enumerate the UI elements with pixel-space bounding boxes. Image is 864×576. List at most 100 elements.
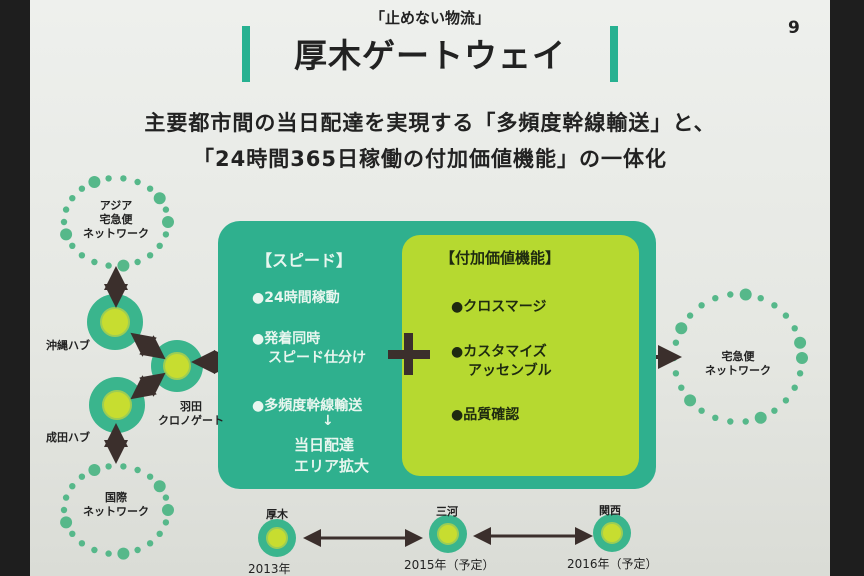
ring-bead (712, 414, 719, 421)
kansai-year: 2016年（予定） (567, 557, 658, 571)
haneda-hub-label: 羽田 クロノゲート (158, 400, 224, 427)
ring-bead (78, 252, 86, 259)
value-item-quality: ●品質確認 (451, 407, 520, 423)
speed-heading: 【スピード】 (256, 251, 353, 270)
ring-bead (672, 339, 680, 346)
ring-bead (120, 175, 127, 182)
title-bar-right (610, 26, 618, 82)
ring-bead (105, 463, 112, 470)
ring-bead (88, 176, 101, 188)
ring-bead (105, 550, 112, 557)
ring-bead (684, 394, 697, 407)
ring-bead (771, 407, 778, 414)
ring-bead (162, 504, 174, 516)
international-network-label: 国際 ネットワーク (83, 491, 149, 518)
ring-bead (782, 312, 790, 319)
network-diagram (60, 175, 808, 560)
headline-line-2: 「24時間365日稼働の付加価値機能」の一体化 (192, 147, 668, 171)
value-added-box (402, 235, 639, 476)
value-item-crossmerge: ●クロスマージ (451, 299, 547, 315)
ring-bead (791, 384, 798, 391)
ring-bead (670, 354, 678, 362)
mikawa-hub-icon (429, 515, 467, 553)
title-bar-left (242, 26, 250, 82)
okinawa-hub-label: 沖縄ハブ (46, 339, 90, 352)
ring-bead (117, 259, 130, 272)
ring-bead (69, 195, 76, 202)
speed-result-line1: 当日配達 (294, 436, 355, 454)
value-item-customize-line2: アッセンブル (468, 363, 552, 379)
slide-subtitle: 「止めない物流」 (369, 9, 490, 27)
mikawa-label: 三河 (436, 505, 458, 518)
ring-bead (162, 231, 170, 238)
ring-bead (153, 480, 166, 493)
ring-bead (727, 418, 734, 425)
ring-bead (117, 547, 130, 560)
international-network-ring-icon (60, 463, 174, 560)
value-item-customize-line1: ●カスタマイズ (451, 344, 547, 360)
haneda-hub-icon (151, 340, 203, 392)
okinawa-haneda-arrow (130, 332, 166, 360)
value-heading: 【付加価値機能】 (440, 249, 561, 267)
ring-bead (712, 295, 719, 302)
headline-line-1: 主要都市間の当日配達を実現する「多頻度幹線輸送」と、 (144, 111, 716, 135)
atsugi-year: 2013年 (248, 562, 291, 576)
kansai-hub-icon (593, 514, 631, 552)
ring-bead (675, 322, 688, 335)
ring-bead (78, 473, 86, 480)
presentation-slide: 「止めない物流」 厚木ゲートウェイ 9 主要都市間の当日配達を実現する「多頻度幹… (30, 0, 830, 576)
asia-network-label: アジア 宅急便 ネットワーク (83, 199, 149, 240)
ring-bead (162, 494, 170, 501)
ring-bead (794, 336, 807, 349)
ring-bead (134, 546, 141, 554)
page-number: 9 (788, 18, 800, 38)
domestic-network-ring-icon (670, 288, 808, 425)
ring-bead (60, 218, 68, 226)
ring-bead (146, 540, 154, 547)
ring-bead (78, 185, 86, 192)
mikawa-year: 2015年（予定） (404, 558, 495, 572)
ring-bead (134, 466, 141, 474)
speed-item-trunk: ●多頻度幹線輸送 (252, 398, 363, 414)
slide-title: 厚木ゲートウェイ (294, 36, 566, 75)
ring-bead (120, 463, 127, 470)
ring-bead (62, 494, 70, 501)
narita-hub-label: 成田ハブ (46, 431, 90, 444)
ring-bead (69, 530, 76, 537)
speed-item-sorting-line1: ●発着同時 (252, 331, 321, 347)
ring-bead (62, 206, 70, 213)
narita-haneda-arrow (130, 372, 166, 400)
ring-bead (678, 384, 685, 391)
ring-bead (796, 370, 804, 377)
ring-bead (698, 407, 705, 414)
ring-bead (134, 178, 141, 186)
atsugi-label: 厚木 (266, 508, 288, 521)
atsugi-hub-icon (258, 519, 296, 557)
kansai-label: 関西 (599, 504, 621, 517)
domestic-network-label: 宅急便 ネットワーク (705, 350, 771, 377)
ring-bead (162, 216, 174, 228)
ring-bead (146, 252, 154, 259)
speed-result-line2: エリア拡大 (294, 457, 370, 475)
ring-bead (105, 175, 112, 182)
ring-bead (686, 312, 694, 319)
ring-bead (91, 258, 98, 266)
ring-bead (739, 288, 752, 301)
ring-bead (162, 206, 170, 213)
ring-bead (156, 530, 163, 537)
ring-bead (60, 516, 73, 529)
ring-bead (134, 258, 141, 266)
narita-hub-icon (89, 377, 145, 433)
ring-bead (757, 295, 764, 302)
ring-bead (69, 483, 76, 490)
ring-bead (771, 302, 778, 309)
ring-bead (742, 418, 749, 425)
ring-bead (146, 473, 154, 480)
ring-bead (162, 519, 170, 526)
ring-bead (156, 242, 163, 249)
ring-bead (146, 185, 154, 192)
ring-bead (91, 546, 98, 554)
ring-bead (78, 540, 86, 547)
ring-bead (698, 302, 705, 309)
ring-bead (60, 228, 73, 241)
